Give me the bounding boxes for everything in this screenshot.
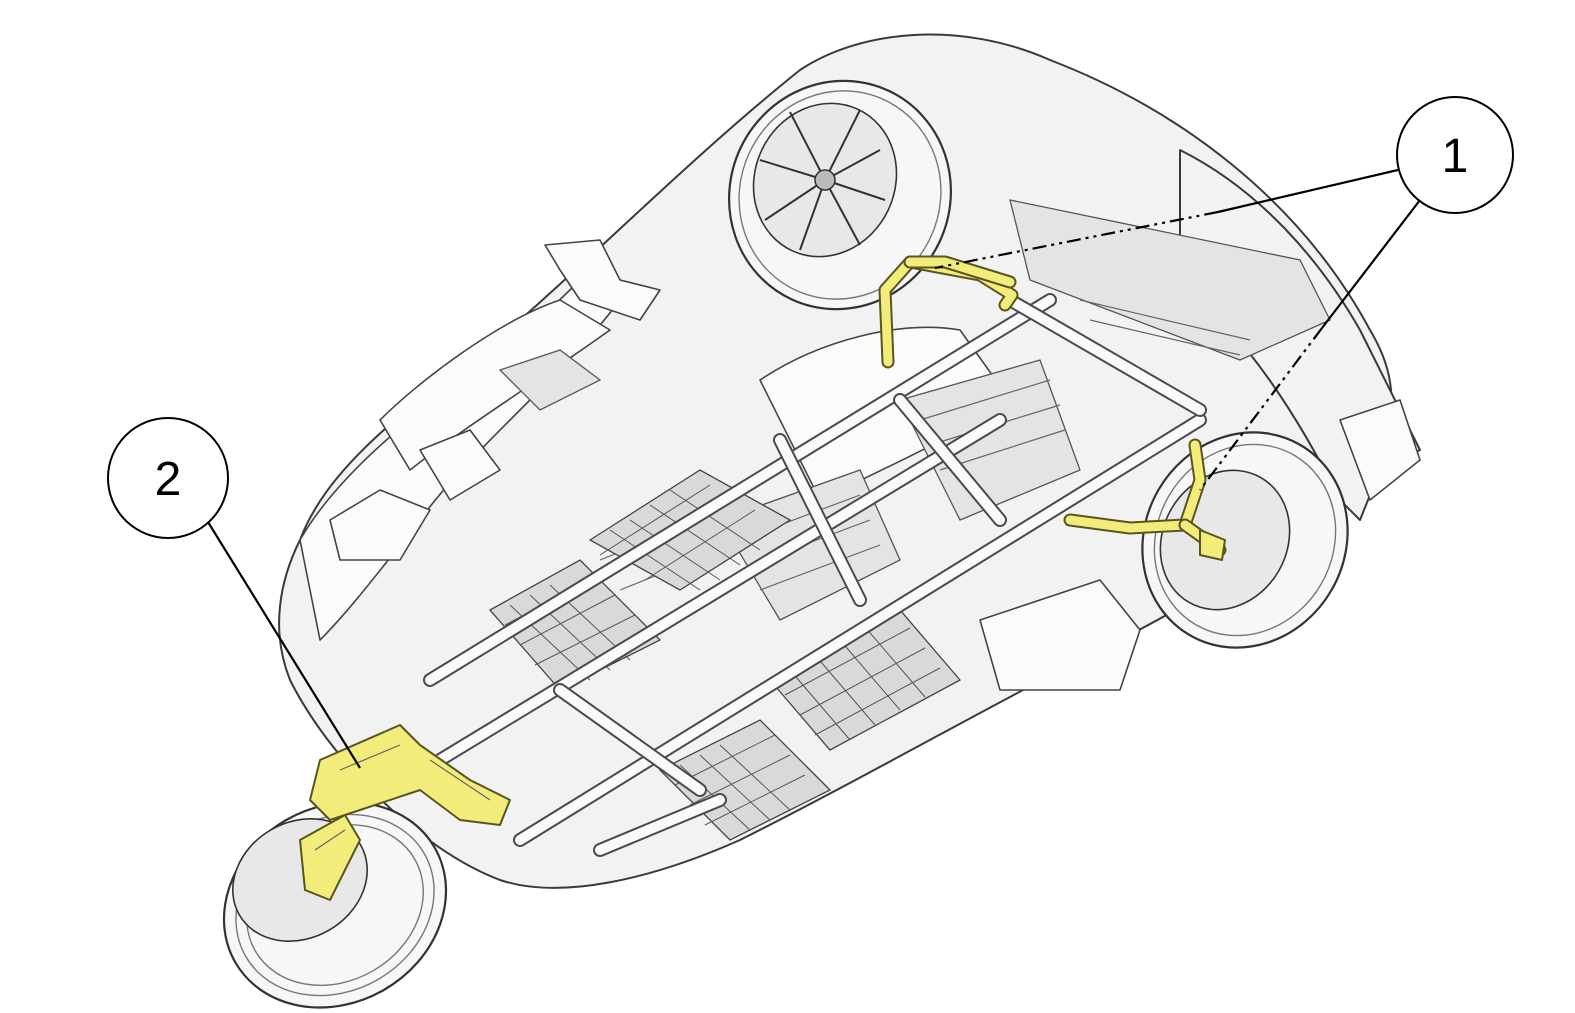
callout-1: 1 [1396, 96, 1514, 214]
front-control-arm-upper [878, 255, 1019, 369]
front-control-arm-lower [1063, 438, 1227, 561]
floor-grille-1 [588, 469, 792, 591]
callout-2: 2 [107, 417, 229, 539]
callout-1-label: 1 [1442, 130, 1469, 183]
callout-2-label: 2 [155, 453, 182, 506]
rear-left-wheel [222, 801, 448, 1009]
leader-2 [207, 521, 361, 769]
rear-suspension-arm [299, 724, 511, 901]
tubular-frame [423, 293, 1207, 857]
rear-upper-wheel [727, 79, 953, 311]
vehicle-body [278, 33, 1421, 889]
leader-1-upper [934, 168, 1399, 270]
leader-1-lower [1199, 199, 1421, 491]
